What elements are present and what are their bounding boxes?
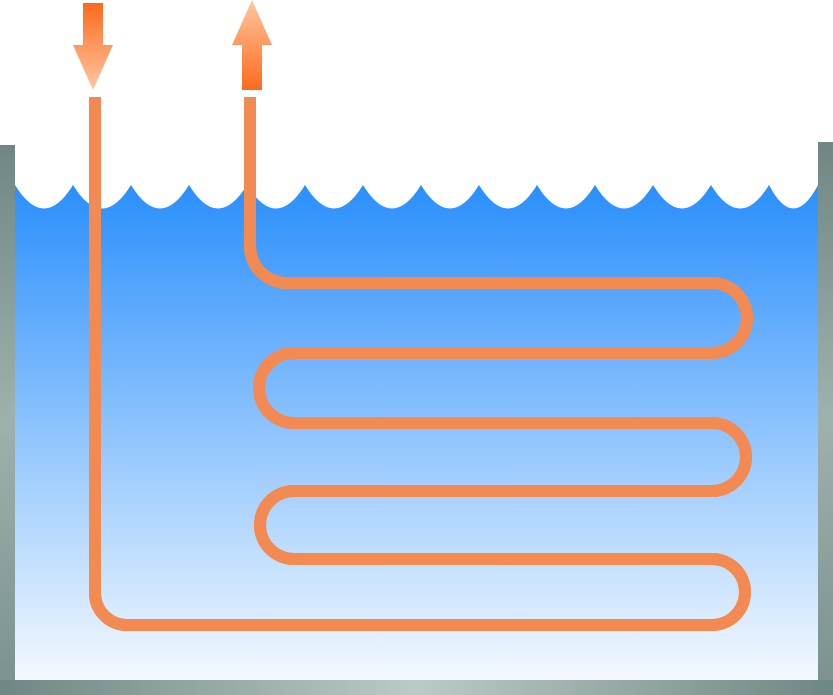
water-surface-waves — [15, 140, 818, 209]
tank-bottom — [0, 680, 833, 695]
wave-scallops — [15, 140, 818, 209]
arrow-down-icon — [73, 3, 113, 90]
tank-right-wall — [818, 142, 833, 695]
tank-left-wall — [0, 145, 15, 695]
coil-pipe — [89, 97, 747, 631]
arrow-up-icon — [232, 0, 272, 90]
water — [15, 185, 818, 680]
